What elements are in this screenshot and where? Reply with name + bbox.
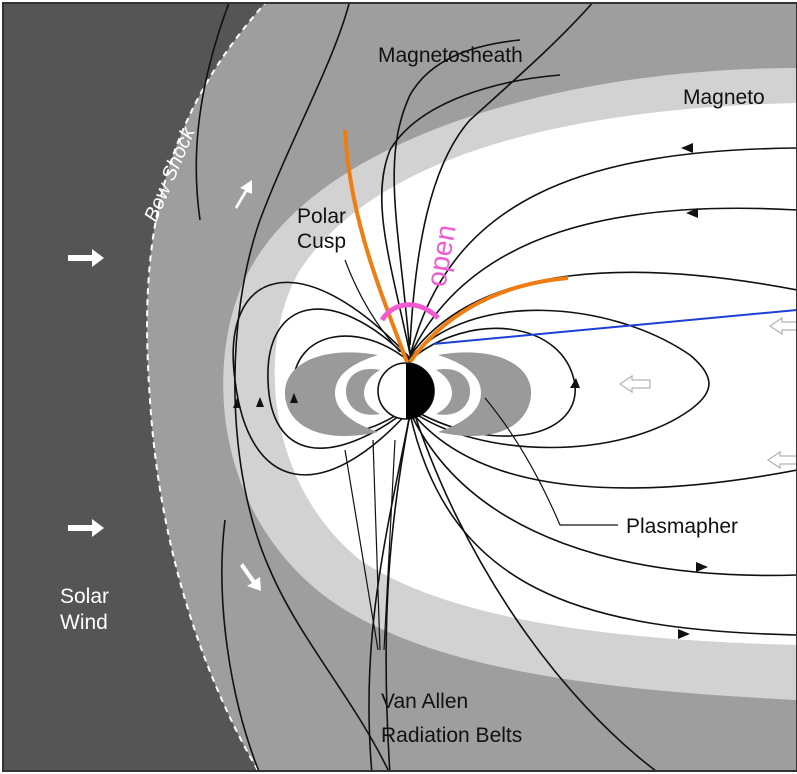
field-line — [380, 74, 561, 355]
field-line — [409, 399, 658, 771]
field-line — [221, 519, 260, 771]
solar-wind-arrow-icon — [68, 249, 104, 537]
field-line — [409, 207, 797, 357]
flow-arrow-icon — [235, 180, 261, 591]
magnetosheath-label: Magnetosheath — [378, 44, 523, 67]
van-allen-label-line2: Radiation Belts — [381, 724, 522, 747]
field-line — [409, 409, 797, 489]
radiation-belt-inner-right — [436, 369, 471, 415]
radiation-belts — [284, 352, 532, 437]
polar-cusp-label-line1: Polar — [297, 205, 346, 228]
earth-icon — [377, 362, 435, 420]
field-line — [385, 413, 411, 771]
field-line — [409, 309, 710, 449]
field-line — [368, 413, 411, 771]
field-line — [234, 3, 390, 771]
open-region-arc — [379, 302, 440, 322]
field-line — [409, 411, 797, 577]
polar-cusp-label-line2: Cusp — [297, 230, 346, 253]
field-line — [393, 39, 521, 355]
open-field-line-left — [343, 129, 409, 363]
radiation-belt-inner-left — [345, 369, 380, 415]
field-line — [267, 308, 411, 449]
label-pointers — [344, 259, 618, 651]
field-line — [195, 3, 230, 221]
solar-wind-label-line1: Solar — [60, 585, 109, 608]
radiation-belt-outer-right — [438, 352, 532, 437]
tail-flow-arrow-icon — [618, 316, 797, 470]
field-direction-arrow-icon — [233, 143, 708, 639]
field-line — [409, 413, 797, 636]
solar-wind-label-line2: Wind — [60, 611, 108, 634]
van-allen-label-line1: Van Allen — [381, 690, 468, 713]
blue-pointer-line — [432, 309, 797, 345]
open-field-lines — [343, 129, 569, 364]
field-line — [409, 147, 797, 357]
field-line — [409, 271, 797, 357]
magnetosphere-interior — [274, 103, 797, 645]
field-line — [232, 281, 411, 476]
plasmasphere-label: Plasmapher — [626, 515, 738, 538]
field-line — [409, 3, 594, 346]
open-field-line-right — [408, 276, 569, 364]
bow-shock-line — [146, 3, 267, 771]
magnetopause-label: Magneto — [683, 86, 765, 109]
radiation-belt-outer-left — [284, 352, 378, 437]
